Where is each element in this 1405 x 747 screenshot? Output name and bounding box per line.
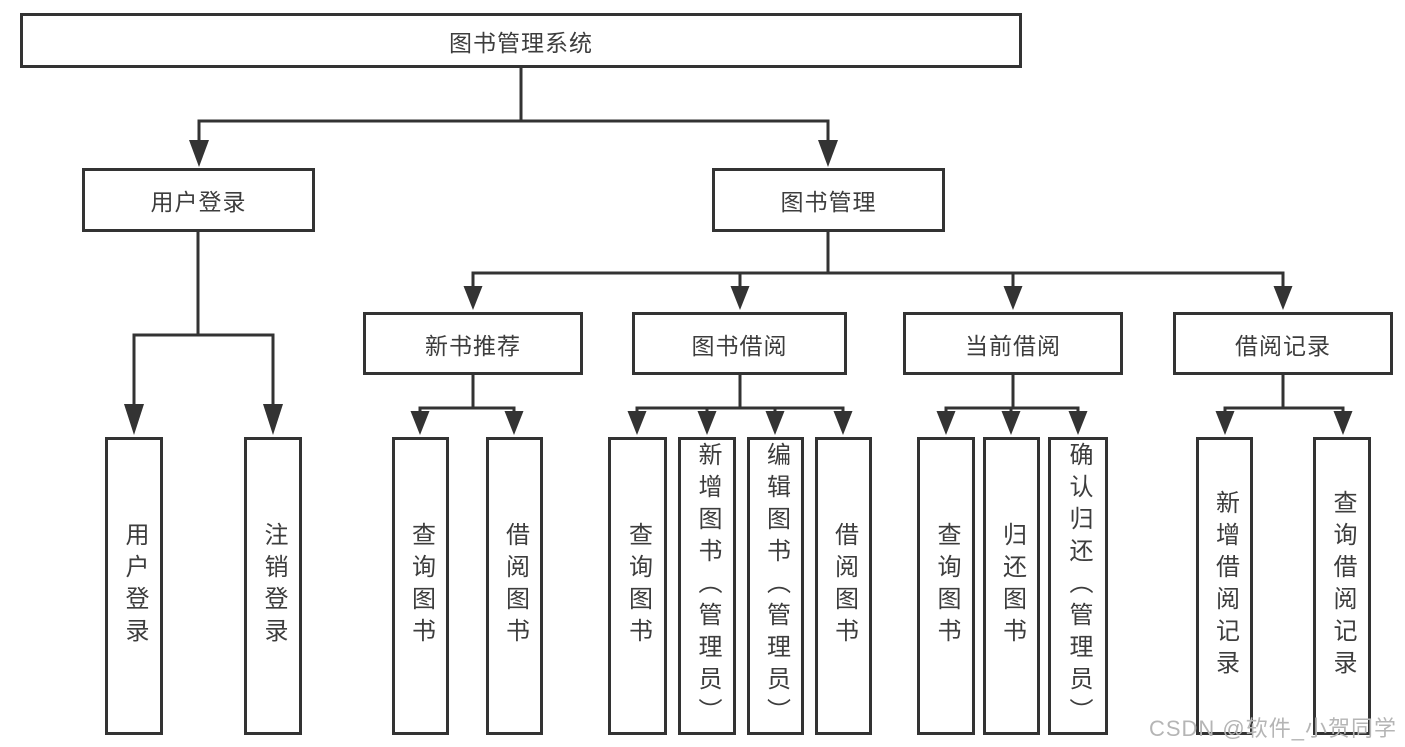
node-label: 用户登录 [121,522,148,650]
node-borrowing-records: 借阅记录 [1173,312,1393,375]
node-leaf-query-books-2: 查询图书 [608,437,667,735]
node-book-borrowing: 图书借阅 [632,312,847,375]
node-label: 新增借阅记录 [1211,490,1239,682]
node-leaf-borrow-books-1: 借阅图书 [486,437,543,735]
node-book-management-branch: 图书管理 [712,168,945,232]
node-leaf-add-borrow-record: 新增借阅记录 [1196,437,1253,735]
node-label: 借阅图书 [830,522,858,650]
node-leaf-logout: 注销登录 [244,437,302,735]
node-label: 借阅图书 [501,522,529,650]
node-current-borrowing: 当前借阅 [903,312,1123,375]
node-leaf-query-books-3: 查询图书 [917,437,975,735]
node-leaf-confirm-return-admin: 确认归还（管理员） [1048,437,1108,735]
node-library-management-system: 图书管理系统 [20,13,1022,68]
node-leaf-return-book: 归还图书 [983,437,1040,735]
node-leaf-edit-book-admin: 编辑图书（管理员） [747,437,804,735]
node-user-login-branch: 用户登录 [82,168,315,232]
node-label: 注销登录 [260,522,287,650]
node-label: 新增图书（管理员） [694,442,721,730]
node-label: 查询借阅记录 [1329,490,1356,682]
node-new-book-recommend: 新书推荐 [363,312,583,375]
node-label: 查询图书 [624,522,652,650]
node-label: 归还图书 [998,522,1026,650]
node-label: 确认归还（管理员） [1065,442,1092,730]
node-leaf-borrow-books-2: 借阅图书 [815,437,872,735]
node-leaf-add-book-admin: 新增图书（管理员） [678,437,736,735]
node-leaf-query-borrow-record: 查询借阅记录 [1313,437,1371,735]
node-leaf-query-books-1: 查询图书 [392,437,449,735]
node-label: 查询图书 [933,522,960,650]
csdn-watermark: CSDN @软件_小贺同学 [1148,716,1397,741]
node-leaf-user-login: 用户登录 [105,437,163,735]
node-label: 查询图书 [407,522,435,650]
node-label: 编辑图书（管理员） [762,442,790,730]
